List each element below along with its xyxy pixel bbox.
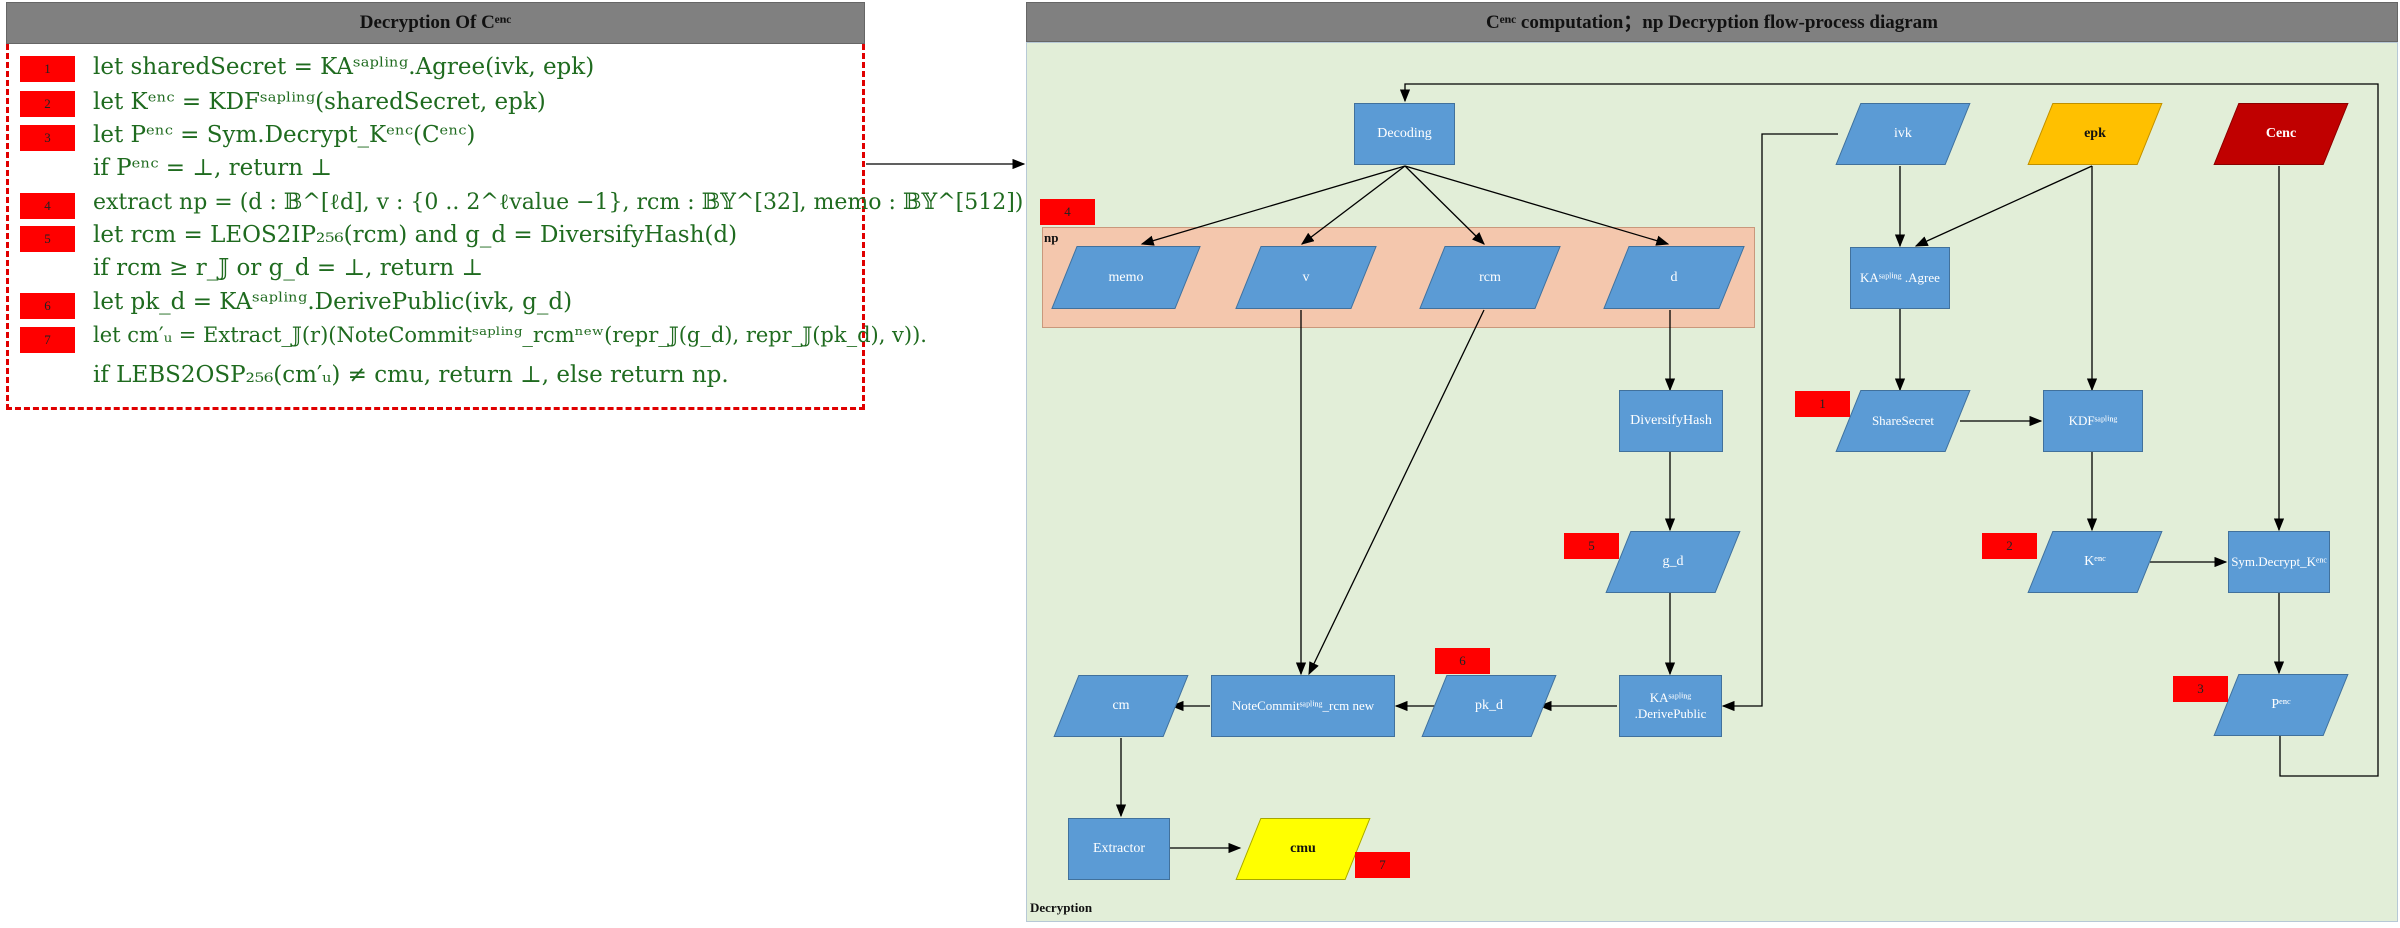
symdecrypt-node: Sym.Decrypt_Kᵉⁿᶜ — [2228, 531, 2330, 593]
memo-label: memo — [1108, 269, 1144, 285]
flow-diagram-area — [1026, 42, 2398, 922]
step-badge-4: 4 — [20, 193, 75, 219]
epk-label: epk — [2084, 126, 2106, 141]
rcm-label: rcm — [1479, 269, 1501, 285]
cm-label: cm — [1112, 698, 1130, 713]
d-label: d — [1670, 269, 1678, 285]
left-title-text: Decryption Of Cᵉⁿᶜ — [359, 12, 512, 33]
algo-line-6: let rcm = LEOS2IP₂₅₆(rcm) and g_d = Dive… — [93, 222, 738, 248]
algo-line-8: let pk_d = KAˢᵃᵖˡⁱⁿᵍ.DerivePublic(ivk, g… — [93, 289, 573, 315]
right-title-text: Cᵉⁿᶜ computation；np Decryption flow-proc… — [1485, 12, 1939, 33]
cenc-label: Cenc — [2265, 126, 2297, 141]
algorithm-box — [6, 44, 865, 410]
algo-line-1: let sharedSecret = KAˢᵃᵖˡⁱⁿᵍ.Agree(ivk, … — [93, 54, 595, 80]
gd-label: g_d — [1662, 554, 1684, 569]
flow-badge-1: 1 — [1795, 391, 1850, 417]
ka-derivepublic-node: KAˢᵃᵖˡⁱⁿᵍ .DerivePublic — [1619, 675, 1722, 737]
penc-label: Pᵉⁿᶜ — [2271, 697, 2291, 712]
v-label: v — [1302, 269, 1310, 285]
left-panel-title: Decryption Of Cᵉⁿᶜ — [6, 2, 865, 44]
sharesecret-label: ShareSecret — [1871, 413, 1935, 428]
notecommit-node: NoteCommitˢᵃᵖˡⁱⁿᵍ_rcm new — [1211, 675, 1395, 737]
kenc-label: Kᵉⁿᶜ — [2084, 554, 2106, 569]
pkd-label: pk_d — [1475, 698, 1503, 713]
algo-line-3: let Pᵉⁿᶜ = Sym.Decrypt_Kᵉⁿᶜ(Cᵉⁿᶜ) — [93, 122, 476, 148]
flow-badge-7: 7 — [1355, 852, 1410, 878]
step-badge-3: 3 — [20, 125, 75, 151]
kdf-node: KDFˢᵃᵖˡⁱⁿᵍ — [2043, 390, 2143, 452]
decoding-node: Decoding — [1354, 103, 1455, 165]
extractor-node: Extractor — [1068, 818, 1170, 880]
step-badge-7: 7 — [20, 327, 75, 353]
flow-badge-3: 3 — [2173, 676, 2228, 702]
ka-agree-node: KAˢᵃᵖˡⁱⁿᵍ .Agree — [1850, 247, 1950, 309]
flow-badge-4: 4 — [1040, 199, 1095, 225]
algo-line-10: if LEBS2OSP₂₅₆(cm′ᵤ) ≠ cmu, return ⊥, el… — [93, 362, 729, 388]
np-label: np — [1044, 230, 1059, 245]
step-badge-5: 5 — [20, 226, 75, 252]
algo-line-2: let Kᵉⁿᶜ = KDFˢᵃᵖˡⁱⁿᵍ(sharedSecret, epk) — [93, 89, 546, 115]
flow-badge-5: 5 — [1564, 533, 1619, 559]
flow-badge-2: 2 — [1982, 533, 2037, 559]
decryption-label: Decryption — [1030, 900, 1093, 915]
algo-line-5: extract np = (d : 𝔹^[ℓd], v : {0 .. 2^ℓv… — [93, 190, 1131, 215]
step-badge-6: 6 — [20, 293, 75, 319]
flow-badge-6: 6 — [1435, 648, 1490, 674]
ivk-label: ivk — [1894, 126, 1912, 141]
right-panel-title: Cᵉⁿᶜ computation；np Decryption flow-proc… — [1026, 2, 2398, 42]
algo-line-9: let cm′ᵤ = Extract_𝕁(r)(NoteCommitˢᵃᵖˡⁱⁿ… — [93, 323, 927, 347]
cmu-label: cmu — [1290, 841, 1316, 856]
step-badge-1: 1 — [20, 56, 75, 82]
step-badge-2: 2 — [20, 91, 75, 117]
algo-line-4: if Pᵉⁿᶜ = ⊥, return ⊥ — [93, 155, 333, 181]
algo-line-7: if rcm ≥ r_𝕁 or g_d = ⊥, return ⊥ — [93, 255, 484, 281]
diversifyhash-node: DiversifyHash — [1619, 390, 1723, 452]
